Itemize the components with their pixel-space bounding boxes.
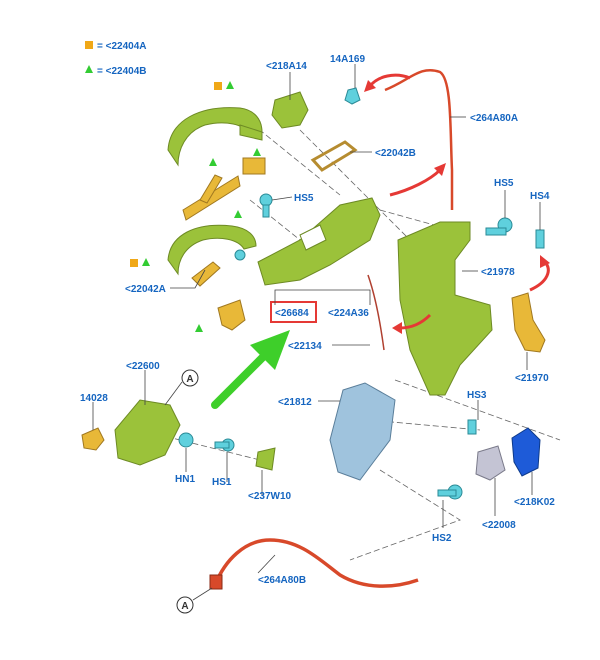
lower-clip bbox=[217, 299, 246, 331]
clip-14A169 bbox=[344, 87, 361, 105]
arrow-icon bbox=[392, 322, 402, 334]
plate-218K02 bbox=[511, 427, 541, 477]
arrow-icon bbox=[250, 330, 290, 370]
part-14028 bbox=[81, 427, 105, 451]
housing-22600 bbox=[114, 399, 181, 466]
triangle-marker-icon bbox=[142, 258, 150, 266]
label-264A80A: <264A80A bbox=[470, 113, 518, 124]
upper-exterior-handle bbox=[167, 107, 263, 167]
arrow-icon bbox=[434, 163, 446, 176]
cap-218A14 bbox=[271, 91, 309, 129]
label-HS4: HS4 bbox=[530, 191, 550, 202]
label-14028: 14028 bbox=[80, 393, 108, 404]
fastener-HS1 bbox=[214, 438, 235, 452]
lower-exterior-handle bbox=[167, 224, 257, 276]
triangle-marker-icon bbox=[234, 210, 242, 218]
square-marker-icon bbox=[130, 259, 138, 267]
label-HS3: HS3 bbox=[467, 390, 487, 401]
callout-a-upper: A bbox=[164, 369, 199, 406]
label-HS5-right: HS5 bbox=[494, 178, 514, 189]
callout-a-lower: A bbox=[176, 587, 213, 614]
label-224A36: <224A36 bbox=[328, 308, 369, 319]
label-21978: <21978 bbox=[481, 267, 515, 278]
bracket-22008 bbox=[475, 445, 506, 481]
legend: = <22404A = <22404B bbox=[85, 41, 147, 77]
lower-handle-gasket bbox=[191, 261, 221, 287]
fastener-HS4 bbox=[535, 229, 545, 249]
legend-triangle-text: = <22404B bbox=[97, 66, 147, 77]
label-218A14: <218A14 bbox=[266, 61, 307, 72]
fastener-HS2 bbox=[437, 484, 463, 500]
square-marker-icon bbox=[85, 41, 93, 49]
label-237W10: <237W10 bbox=[248, 491, 292, 502]
label-264A80B: <264A80B bbox=[258, 575, 306, 586]
highlight-box bbox=[270, 301, 317, 323]
triangle-marker-icon bbox=[226, 81, 234, 89]
label-22042B: <22042B bbox=[375, 148, 416, 159]
cable-264A80A bbox=[384, 69, 454, 210]
label-22600: <22600 bbox=[126, 361, 160, 372]
lock-21812 bbox=[329, 382, 396, 481]
label-HS5-left: HS5 bbox=[294, 193, 314, 204]
label-21812: <21812 bbox=[278, 397, 312, 408]
triangle-marker-icon bbox=[195, 324, 203, 332]
triangle-marker-icon bbox=[209, 158, 217, 166]
arrow-icon bbox=[540, 255, 550, 268]
triangle-marker-icon bbox=[253, 148, 261, 156]
label-22008: <22008 bbox=[482, 520, 516, 531]
rod-22134 bbox=[367, 274, 385, 351]
label-HS1: HS1 bbox=[212, 477, 232, 488]
callout-a-upper-text: A bbox=[186, 374, 193, 385]
arrow-icon bbox=[364, 80, 376, 92]
fastener-HS3 bbox=[467, 419, 477, 435]
leader-lines bbox=[92, 64, 541, 574]
label-22042A: <22042A bbox=[125, 284, 166, 295]
label-21970: <21970 bbox=[515, 373, 549, 384]
fastener-HS5-left bbox=[259, 193, 273, 218]
callout-a-lower-text: A bbox=[181, 601, 188, 612]
fastener-plug bbox=[234, 249, 246, 261]
label-HS2: HS2 bbox=[432, 533, 452, 544]
bracket-22042B bbox=[310, 140, 358, 172]
green-pointer-arrow bbox=[211, 330, 290, 409]
label-26684: <26684 bbox=[275, 308, 309, 319]
cable-264A80B bbox=[209, 538, 419, 590]
square-marker-icon bbox=[214, 82, 222, 90]
label-22134: <22134 bbox=[288, 341, 322, 352]
part-237W10 bbox=[255, 447, 276, 471]
fastener-HN1 bbox=[178, 432, 194, 448]
carrier-21978 bbox=[397, 221, 493, 396]
upper-handle-gasket bbox=[182, 174, 241, 221]
red-arrows bbox=[364, 73, 550, 334]
label-218K02: <218K02 bbox=[514, 497, 555, 508]
upper-clip bbox=[242, 157, 266, 175]
handle-frame-26684 bbox=[257, 197, 381, 286]
label-14A169: 14A169 bbox=[330, 54, 365, 65]
triangle-marker-icon bbox=[85, 65, 93, 73]
block-21970 bbox=[511, 292, 546, 353]
fastener-HS5-right bbox=[485, 217, 513, 236]
label-HN1: HN1 bbox=[175, 474, 195, 485]
legend-square-text: = <22404A bbox=[97, 41, 147, 52]
part-labels: <218A14 14A169 <264A80A <22042B HS5 HS5 … bbox=[80, 54, 555, 586]
